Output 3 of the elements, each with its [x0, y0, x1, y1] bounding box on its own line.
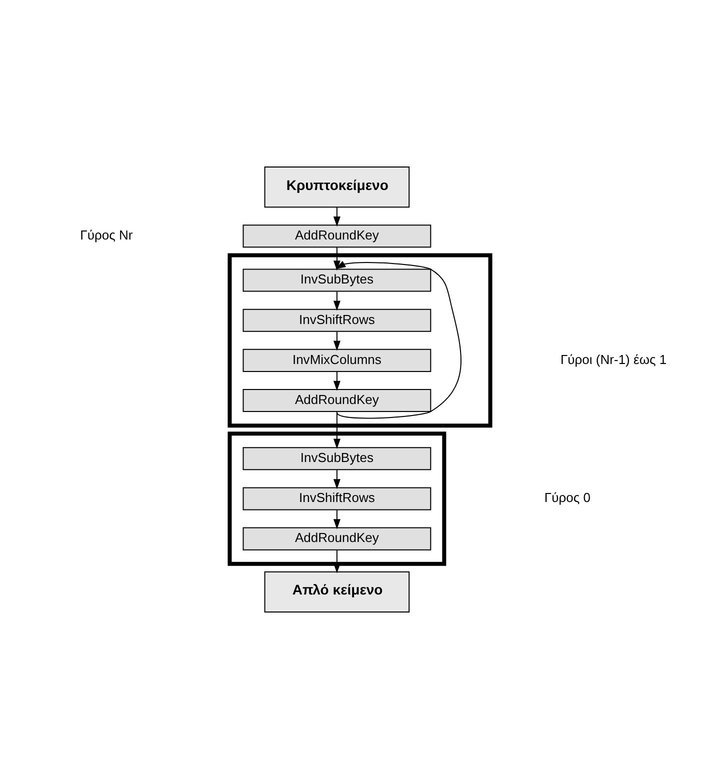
label: Γύροι (Nr-1) έως 1: [560, 351, 667, 366]
label: Γύρος Nr: [80, 227, 133, 242]
label: Γύρος 0: [544, 490, 590, 505]
